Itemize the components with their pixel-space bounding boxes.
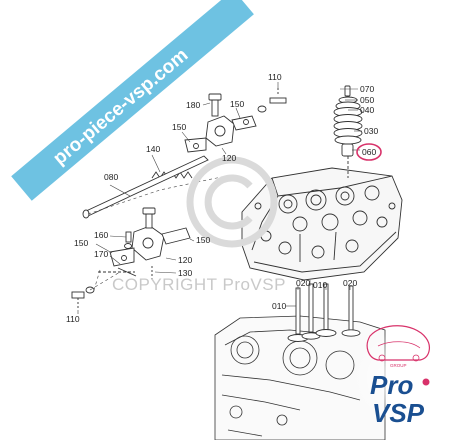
cylinder-head-drawing (241, 167, 403, 281)
leader-lines (77, 82, 362, 314)
car-silhouette-icon (366, 325, 430, 361)
callout-150-top-right: 150 (230, 99, 244, 109)
callout-070: 070 (360, 84, 374, 94)
logo-group-text: GROUP (390, 363, 407, 368)
callout-110-top: 110 (268, 72, 282, 82)
rocker-shaft-080 (82, 155, 209, 219)
logo-dot-icon (422, 378, 430, 386)
lower-rocker-assembly (71, 207, 191, 308)
callout-120-low: 120 (178, 255, 192, 265)
callout-140: 140 (146, 144, 160, 154)
watermark-text: COPYRIGHT ProVSP (112, 275, 286, 294)
callout-010-left: 010 (272, 301, 286, 311)
valves-010-020 (287, 283, 361, 342)
callout-150-mid-left: 150 (74, 238, 88, 248)
callout-130: 130 (178, 268, 192, 278)
callout-010-right: 010 (313, 280, 327, 290)
logo-vsp-text: VSP (372, 398, 425, 428)
engine-block-drawing (214, 315, 386, 440)
callout-020-left: 020 (296, 278, 310, 288)
copyright-watermark: COPYRIGHT ProVSP (112, 156, 286, 294)
provsp-logo: GROUP Pro VSP (352, 325, 444, 428)
callout-150-mid-right: 150 (196, 235, 210, 245)
callout-080: 080 (104, 172, 118, 182)
callout-060: 060 (362, 147, 376, 157)
callout-020-right: 020 (343, 278, 357, 288)
callout-160: 160 (94, 230, 108, 240)
callout-030: 030 (364, 126, 378, 136)
callout-120-top: 120 (222, 153, 236, 163)
logo-pro-text: Pro (370, 370, 413, 400)
banner-text: pro-piece-vsp.com (49, 45, 192, 170)
callout-180: 180 (186, 100, 200, 110)
callout-050: 050 (360, 95, 374, 105)
callout-170: 170 (94, 249, 108, 259)
callout-150-top-left: 150 (172, 122, 186, 132)
callout-040: 040 (360, 105, 374, 115)
valve-spring-stack (333, 85, 363, 178)
highlight-ring-060 (356, 143, 382, 161)
callout-110-bottom: 110 (66, 314, 80, 324)
callout-labels: 070 050 040 030 060 110 180 150 150 140 … (66, 72, 378, 324)
upper-rocker-assembly (151, 88, 287, 179)
